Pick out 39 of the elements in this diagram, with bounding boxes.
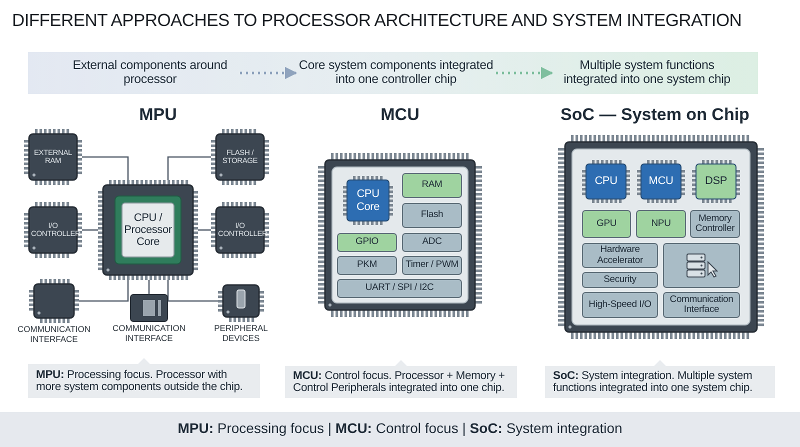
connector-line [167, 280, 218, 302]
module-block: Security [582, 272, 658, 288]
module-block: Memory Controller [690, 210, 740, 238]
module-block: GPU [582, 210, 631, 238]
section-heading: MPU [138, 104, 178, 126]
module-block: ADC [402, 233, 462, 252]
module-block: Timer / PWM [402, 256, 462, 275]
section-heading: MCU [380, 104, 420, 126]
section-heading: SoC — System on Chip [560, 104, 750, 126]
chip-package [558, 135, 764, 339]
connector-line [198, 229, 211, 231]
connector-line [82, 156, 129, 180]
chip-caption: PERIPHERAL DEVICES [213, 324, 269, 344]
module-block: Communication Interface [663, 292, 740, 318]
connector-line [148, 280, 150, 294]
module-block: NPU [636, 210, 686, 238]
chip [29, 279, 79, 323]
connector-line [240, 66, 298, 80]
module-block: GPIO [337, 233, 397, 252]
stage-text: Core system components integrated into one controller chip [296, 54, 496, 92]
module-block: Hardware Accelerator [582, 243, 658, 268]
footer-text: MPU: Processing focus | MCU: Control focus | SoC: System integration [176, 420, 624, 436]
module-block: UART / SPI / I2C [337, 279, 462, 298]
connector-line [496, 66, 554, 80]
module-block: High-Speed I/O [582, 292, 658, 318]
module-block: RAM [402, 173, 462, 198]
chip-caption: COMMUNICATION INTERFACE [16, 325, 92, 345]
stage-text: External components around processor [60, 54, 240, 92]
module-block: Flash [402, 203, 462, 228]
module-block [663, 243, 740, 288]
chip-package [318, 153, 482, 317]
interface-module [130, 294, 168, 322]
chip-caption: COMMUNICATION INTERFACE [111, 324, 187, 344]
connector-line [82, 229, 98, 231]
connector-line [167, 156, 211, 180]
stage-text: Multiple system functions integrated into one system chip [552, 54, 742, 92]
connector-line [79, 280, 129, 302]
module-block: PKM [337, 256, 397, 275]
title: DIFFERENT APPROACHES TO PROCESSOR ARCHITECTURE AND SYSTEM INTEGRATION [12, 10, 743, 32]
